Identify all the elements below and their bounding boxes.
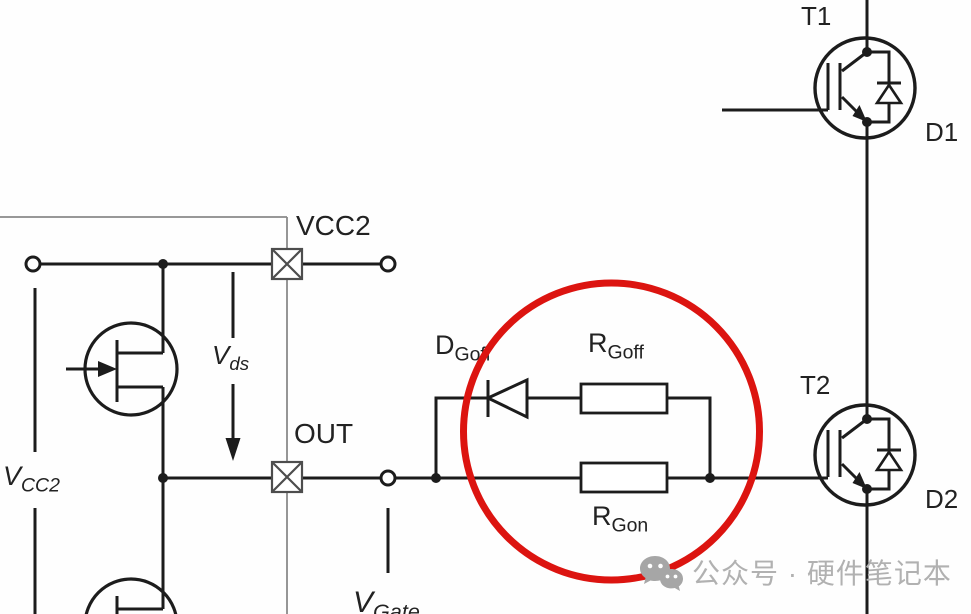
mosfet-lowside-symbol <box>64 577 179 614</box>
label-d-goff: DGoff <box>435 332 491 365</box>
v-gate-main: V <box>353 586 374 614</box>
v-ds-sub: ds <box>229 353 250 375</box>
r-goff-sub: Goff <box>607 341 644 364</box>
v-gate-sub: Gate <box>373 599 420 614</box>
r-gon-sub: Gon <box>611 514 649 537</box>
vcc2-pin-symbol <box>270 247 304 281</box>
igbt-t2-symbol <box>813 403 917 507</box>
vcc2-right-terminal <box>379 255 397 273</box>
label-t1: T1 <box>801 1 832 31</box>
label-r-gon: RGon <box>592 503 648 536</box>
v-cc2-sub: CC2 <box>21 474 60 497</box>
label-d1: D1 <box>925 117 959 147</box>
out-pin-symbol <box>270 460 304 494</box>
mosfet-highside-symbol <box>64 321 179 417</box>
resistor-rgoff-symbol <box>579 382 669 415</box>
label-vcc2-pin: VCC2 <box>296 210 371 241</box>
ic-boundary-line <box>0 216 288 614</box>
d-goff-sub: Goff <box>454 343 491 366</box>
label-t2: T2 <box>800 370 831 400</box>
wechat-icon <box>640 556 683 591</box>
label-v-cc2: VCC2 <box>3 463 60 496</box>
watermark-text: 公众号 · 硬件笔记本 <box>692 558 952 590</box>
out-terminal <box>379 469 397 487</box>
r-gon-main: R <box>592 501 612 531</box>
watermark: 公众号 · 硬件笔记本 <box>638 554 952 594</box>
vds-arrowhead <box>225 438 241 461</box>
label-v-gate: VGate <box>353 588 420 614</box>
igbt-t1-symbol <box>813 36 917 140</box>
label-r-goff: RGoff <box>588 330 644 363</box>
diode-dgoff-symbol <box>484 377 529 420</box>
label-v-ds: Vds <box>212 342 249 374</box>
wires <box>33 0 869 614</box>
r-goff-main: R <box>588 328 608 358</box>
vcc2-left-terminal <box>24 255 42 273</box>
v-cc2-main: V <box>3 461 22 491</box>
v-ds-main: V <box>212 340 230 370</box>
d-goff-main: D <box>435 330 455 360</box>
label-out-pin: OUT <box>294 418 354 449</box>
terminal-circles <box>24 255 397 487</box>
resistor-rgon-symbol <box>579 461 669 494</box>
label-d2: D2 <box>925 484 959 514</box>
rgoff-branch-wire <box>434 396 712 478</box>
